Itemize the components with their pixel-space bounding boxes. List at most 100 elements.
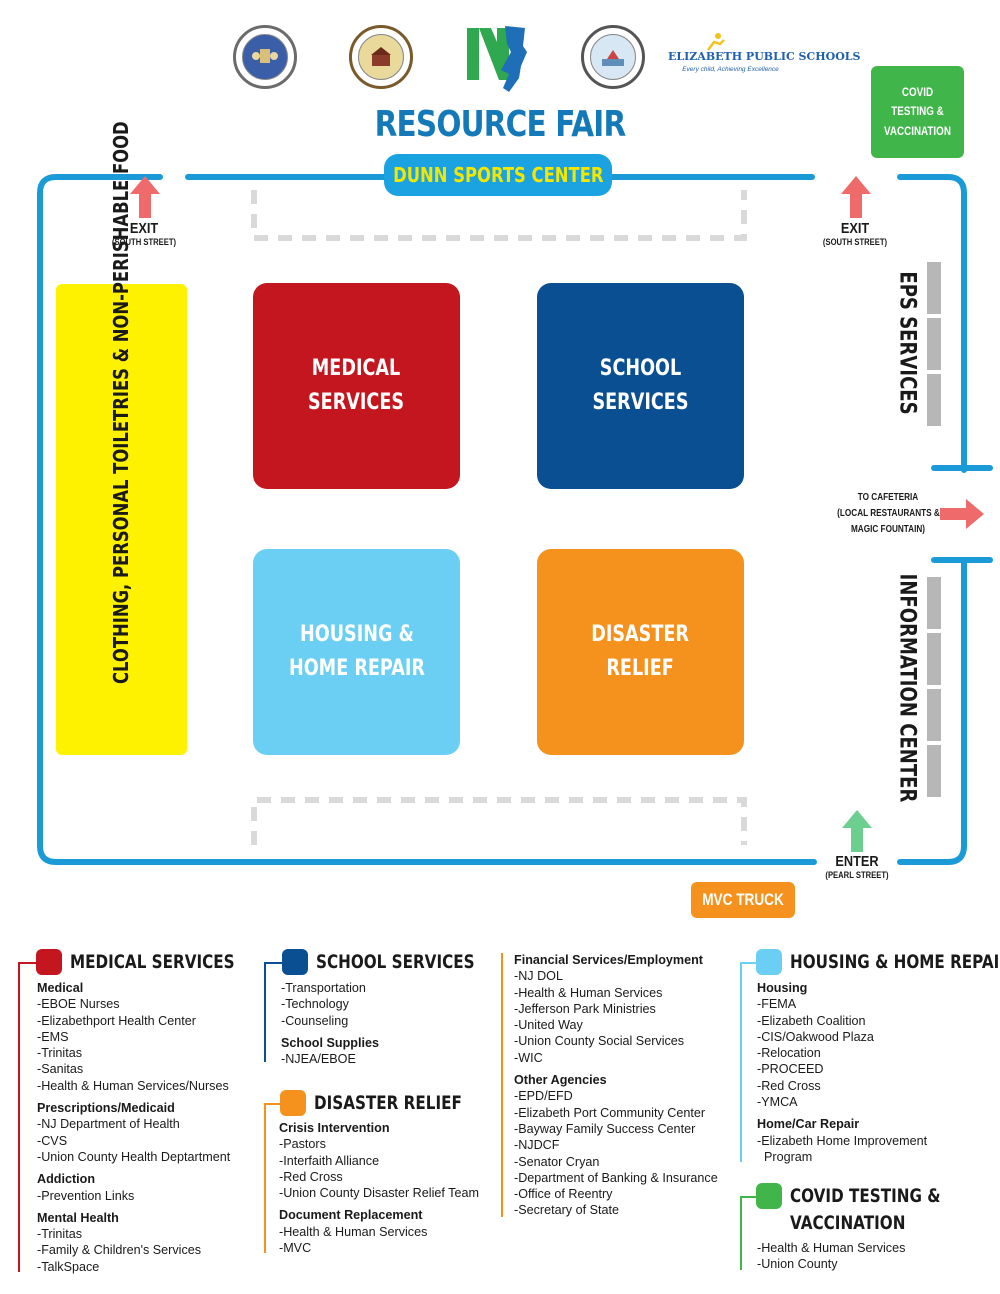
runner-icon [707,33,725,51]
legend-item: -Relocation [757,1046,821,1061]
legend-item: -Sanitas [37,1062,84,1077]
cafeteria-arrow-icon[interactable] [940,499,984,529]
legend-item: -EBOE Nurses [37,997,120,1012]
medical-bracket [18,962,20,1272]
legend-disaster-title: DISASTER RELIEF [314,1092,462,1114]
legend-item: -Jefferson Park Ministries [514,1001,656,1016]
legend-item: -TalkSpace [37,1259,100,1274]
bleachers-bottom [251,797,747,845]
school-bracket [264,962,266,1062]
exit-arrow-icon[interactable] [130,176,160,218]
disaster-booth[interactable]: DISASTER RELIEF [537,549,744,755]
wall-left-bottom [37,174,817,865]
exit-left[interactable]: EXIT (SOUTH STREET) [104,220,184,247]
eps-table [927,262,941,314]
school-bracket-top [264,962,282,964]
enter-arrow-icon[interactable] [842,810,872,852]
wall-right-top [897,174,967,473]
eps-table [927,318,941,370]
legend-item: -MVC [279,1241,312,1256]
legend-item: -Health & Human Services [279,1224,428,1239]
legend-item: -Union County Social Services [514,1034,685,1049]
school-booth[interactable]: SCHOOL SERVICES [537,283,744,489]
disaster-booth-label: DISASTER RELIEF [591,621,690,681]
legend-item: -PROCEED [757,1062,824,1077]
legend-item: -Union County Disaster Relief Team [279,1186,479,1201]
legend-item: -Office of Reentry [514,1187,613,1202]
clothing-booth[interactable] [56,284,187,755]
cafeteria-line1: TO CAFETERIA [857,492,919,503]
mvc-truck[interactable]: MVC TRUCK [691,882,795,918]
cafeteria-line2: (LOCAL RESTAURANTS & [837,508,940,519]
legend-item: -FEMA [757,997,797,1012]
legend-item: -Red Cross [279,1169,343,1184]
legend-item: -Elizabethport Health Center [37,1013,196,1028]
legend-item: -Counseling [281,1013,349,1028]
eps-services-label[interactable]: EPS SERVICES [894,271,920,415]
info-table [927,689,941,741]
legend-disaster-list: Crisis Intervention-Pastors-Interfaith A… [279,1120,479,1256]
floor-plan-walls [37,174,993,865]
legend-item: -Transportation [281,981,366,995]
mvc-truck-label: MVC TRUCK [702,890,784,909]
legend-other-list: Financial Services/Employment-NJ DOL-Hea… [514,952,718,1219]
disaster-bracket [264,1103,266,1253]
medical-booth-label: MEDICAL SERVICES [308,355,405,415]
information-center-label[interactable]: INFORMATION CENTER [894,573,920,803]
legend-item: -Union County Health Deptartment [37,1149,231,1164]
legend-item: -YMCA [757,1095,798,1110]
covid-corner-label: COVID TESTING & VACCINATION [884,85,951,138]
legend-item: -NJ DOL [514,969,563,984]
legend-group-heading: Addiction [37,1172,96,1187]
medical-swatch [36,949,62,975]
legend-group-heading: Other Agencies [514,1073,607,1088]
legend-covid-title-2: VACCINATION [790,1212,906,1234]
legend-item: -Elizabeth Port Community Center [514,1105,706,1120]
legend-item: -Union County [757,1257,838,1272]
other-bracket [501,953,503,1217]
venue-label: DUNN SPORTS CENTER [392,163,604,187]
enter-street: (PEARL STREET) [825,870,889,880]
legend-school-title: SCHOOL SERVICES [316,951,475,973]
legend-item: -Elizabeth Home Improvement [757,1133,928,1148]
clothing-booth-label: CLOTHING, PERSONAL TOILETRIES & NON-PERI… [109,121,133,685]
covid-bracket-top [740,1196,756,1198]
covid-swatch [756,1183,782,1209]
legend-item: -Health & Human Services [757,1241,906,1255]
covid-bracket [740,1196,742,1270]
eps-table [927,374,941,426]
info-table [927,745,941,797]
legend-group-heading: Mental Health [37,1210,119,1225]
legend-item: -NJEA/EBOE [281,1052,356,1067]
info-table [927,577,941,629]
legend-housing-header: HOUSING & HOME REPAIR [756,949,1000,975]
exit-right[interactable]: EXIT (SOUTH STREET) [815,220,895,247]
medical-booth[interactable]: MEDICAL SERVICES [253,283,460,489]
legend-covid-title-1: COVID TESTING & [790,1185,941,1207]
legend-group-heading: Document Replacement [279,1208,423,1223]
housing-booth[interactable]: HOUSING & HOME REPAIR [253,549,460,755]
legend-group-heading: Housing [757,981,808,995]
legend-disaster-header: DISASTER RELIEF [280,1090,499,1116]
bleachers-top [251,190,747,241]
cafeteria-direction[interactable]: TO CAFETERIA (LOCAL RESTAURANTS & MAGIC … [826,490,950,538]
eps-tagline: Every child, Achieving Excellence [682,66,779,73]
legend-item: -Health & Human Services [514,985,663,1000]
exit-arrow-icon[interactable] [841,176,871,218]
legend-medical-list: Medical -EBOE Nurses-Elizabethport Health… [37,980,230,1275]
legend-medical-header: MEDICAL SERVICES [36,949,276,975]
exit-right-label: EXIT [840,220,870,237]
exit-left-label: EXIT [129,220,159,237]
housing-bracket-top [740,962,756,964]
legend-housing-list: Housing-FEMA-Elizabeth Coalition-CIS/Oak… [757,980,927,1165]
legend-group-heading: School Supplies [281,1035,379,1050]
info-table [927,633,941,685]
legend-item: -United Way [514,1018,583,1033]
enter-door[interactable]: ENTER (PEARL STREET) [815,853,899,880]
housing-swatch [756,949,782,975]
exit-left-street: (SOUTH STREET) [111,237,177,247]
legend-group-heading: Medical [37,981,84,995]
legend-item: -Secretary of State [514,1203,619,1218]
legend-item: -WIC [514,1050,543,1065]
school-swatch [282,949,308,975]
